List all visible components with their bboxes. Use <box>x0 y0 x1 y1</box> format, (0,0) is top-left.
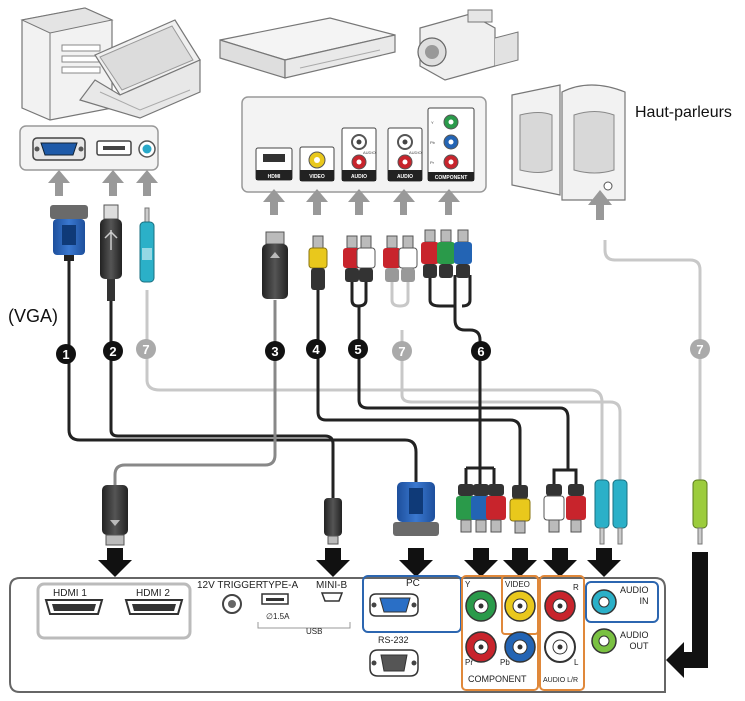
audio-out-label: AUDIO OUT <box>620 630 649 651</box>
src-audio-side-2: AUDIO <box>409 150 422 155</box>
badge-7b-text: 7 <box>398 344 405 359</box>
badge-3 <box>265 341 285 361</box>
proj-hdmi1-label: HDMI 1 <box>53 588 87 599</box>
proj-r-label: R <box>573 583 579 592</box>
black-arrows <box>98 548 708 678</box>
proj-pb-label: Pb <box>500 658 510 667</box>
proj-pr-label: Pr <box>465 658 473 667</box>
audio-jacks-bottom <box>594 479 708 545</box>
speakers-label: Haut-parleurs <box>635 104 732 121</box>
badge-7a-text: 7 <box>142 342 149 357</box>
proj-audio-lr-label: AUDIO L/R <box>543 677 578 684</box>
video-rca-top <box>308 235 328 290</box>
proj-hdmi2-label: HDMI 2 <box>136 588 170 599</box>
component-rca-bottom <box>456 484 506 533</box>
projector-back-panel <box>9 575 666 693</box>
badge-7c <box>690 339 710 359</box>
src-pb-label: Pb <box>430 140 436 145</box>
audio-rca-top <box>343 235 418 282</box>
badge-4 <box>306 339 326 359</box>
gray-arrows <box>48 170 612 220</box>
proj-current-label: ∅1.5A <box>266 612 290 621</box>
vga-connector-bottom <box>393 482 439 536</box>
badge-4-text: 4 <box>312 342 320 357</box>
audio-jack-top <box>139 207 155 283</box>
badge-2-text: 2 <box>109 344 116 359</box>
number-badges <box>56 339 710 364</box>
badge-7c-text: 7 <box>696 342 703 357</box>
src-audio-label-1: AUDIO <box>351 174 367 180</box>
hdmi-connector-bottom <box>102 485 128 546</box>
src-video-label: VIDEO <box>309 174 325 180</box>
proj-pc-label: PC <box>406 578 420 589</box>
video-rca-bottom <box>509 485 531 534</box>
badge-6 <box>471 341 491 361</box>
badge-7b <box>392 341 412 361</box>
proj-usb-label: USB <box>306 627 322 636</box>
badge-6-text: 6 <box>477 344 484 359</box>
src-hdmi-label: HDMI <box>268 174 281 180</box>
src-audio-side-1: AUDIO <box>363 150 376 155</box>
cables <box>67 240 702 498</box>
badge-1-text: 1 <box>62 347 69 362</box>
badge-2 <box>103 341 123 361</box>
dvd-player-illustration <box>219 17 396 79</box>
proj-component-label: COMPONENT <box>468 674 527 684</box>
src-y-label: Y <box>431 120 434 125</box>
usb-connector-top <box>100 204 122 301</box>
src-pr-label: Pr <box>430 160 435 165</box>
badge-5-text: 5 <box>354 342 361 357</box>
src-audio-label-2: AUDIO <box>397 174 413 180</box>
badge-5 <box>348 339 368 359</box>
camcorder-illustration <box>417 9 519 81</box>
badge-3-text: 3 <box>271 344 278 359</box>
vga-connector-top <box>50 205 88 261</box>
computer-illustration <box>20 7 201 121</box>
speakers-illustration <box>511 84 626 201</box>
computer-port-panel <box>19 125 159 171</box>
proj-video-label: VIDEO <box>505 580 530 589</box>
proj-mini-b-label: MINI-B <box>316 580 347 591</box>
proj-type-a-label: TYPE-A <box>262 580 298 591</box>
component-rca-top <box>421 229 472 278</box>
mini-usb-connector-bottom <box>324 498 342 545</box>
proj-y-label: Y <box>465 580 471 589</box>
av-source-port-panel <box>241 96 487 193</box>
audio-rca-bottom <box>543 484 586 533</box>
audio-in-label: AUDIO IN <box>620 585 649 606</box>
badge-7a <box>136 339 156 359</box>
proj-trigger-label: 12V TRIGGER <box>197 580 263 591</box>
vga-label: (VGA) <box>8 306 59 326</box>
proj-l-label: L <box>574 658 579 667</box>
proj-rs232-label: RS-232 <box>378 635 409 645</box>
src-component-label: COMPONENT <box>435 175 468 181</box>
badge-1 <box>56 344 76 364</box>
hdmi-connector-top <box>262 231 288 299</box>
